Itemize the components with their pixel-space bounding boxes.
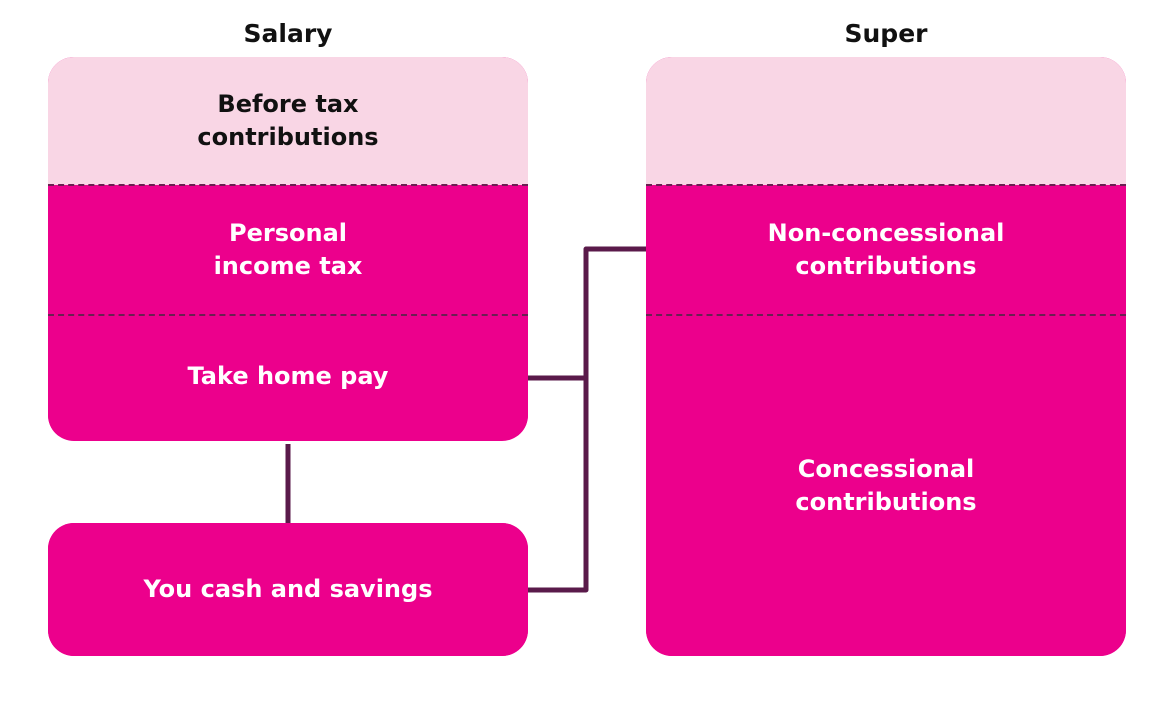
take-home-pay-section: Take home pay bbox=[48, 316, 528, 436]
salary-divider-1 bbox=[48, 184, 528, 186]
super-top-section bbox=[646, 57, 1126, 185]
income-tax-label-line-1: Personal bbox=[229, 219, 347, 247]
concessional-label-line-1: Concessional bbox=[797, 455, 975, 483]
concessional-label-line-2: contributions bbox=[795, 488, 977, 516]
non-concessional-label-line-2: contributions bbox=[795, 252, 977, 280]
before-tax-label-line-2: contributions bbox=[197, 123, 379, 151]
super-divider-1 bbox=[646, 184, 1126, 186]
before-tax-contributions-section: Before tax contributions bbox=[48, 57, 528, 185]
income-tax-label-line-2: income tax bbox=[213, 252, 363, 280]
cash-savings-box: You cash and savings bbox=[48, 523, 528, 656]
concessional-section: Concessional contributions bbox=[646, 316, 1126, 656]
super-divider-2 bbox=[646, 314, 1126, 316]
non-concessional-section: Non-concessional contributions bbox=[646, 186, 1126, 314]
personal-income-tax-section: Personal income tax bbox=[48, 186, 528, 314]
before-tax-label-line-1: Before tax bbox=[217, 90, 359, 118]
cash-savings-label: You cash and savings bbox=[143, 575, 433, 603]
cash-savings-section: You cash and savings bbox=[48, 523, 528, 656]
salary-box: Before tax contributions Personal income… bbox=[48, 57, 528, 441]
super-box: Non-concessional contributions Concessio… bbox=[646, 57, 1126, 656]
take-home-pay-label: Take home pay bbox=[187, 361, 389, 390]
salary-divider-2 bbox=[48, 314, 528, 316]
connector-cash-to-nonconcessional bbox=[528, 246, 646, 593]
super-heading: Super bbox=[844, 19, 928, 48]
salary-heading: Salary bbox=[243, 19, 333, 48]
non-concessional-label-line-1: Non-concessional bbox=[767, 219, 1005, 247]
